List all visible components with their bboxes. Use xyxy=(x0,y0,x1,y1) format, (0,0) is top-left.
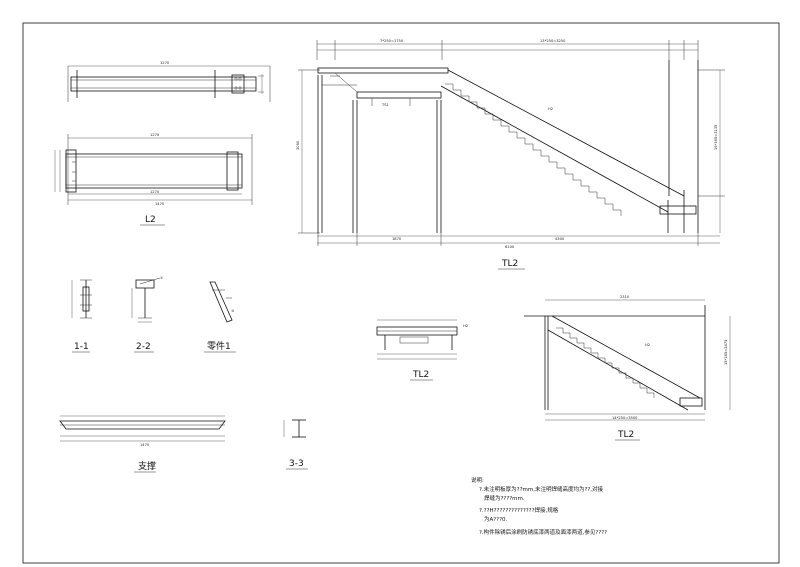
l2-caption: L2 xyxy=(145,215,156,225)
support-caption: 支撑 xyxy=(138,460,156,472)
tl2-steps xyxy=(445,83,622,216)
notes-title: 说明: xyxy=(471,476,484,484)
note-1a: ?.未注明板厚为??mm,未注明焊缝高度均为??,对接 xyxy=(479,485,604,493)
tl2-ts1-label: TS1 xyxy=(381,103,389,107)
l2-elev-dim-bottom: 1270 xyxy=(150,190,160,194)
l2-plan-dim-top: 1270 xyxy=(160,61,170,65)
tl2-right-elevation: 2310 H2 15*165=2475 14*250=3500 TL2 xyxy=(524,295,731,441)
sec22-callout: ① xyxy=(160,276,163,280)
section-3-3: 3-3 xyxy=(283,419,308,470)
tl2-right-caption: TL2 xyxy=(617,430,634,440)
tl2-small-view: H2 TL2 xyxy=(376,319,468,381)
sec22-caption: 2-2 xyxy=(136,342,151,352)
tl2r-dim-run: 14*250=3500 xyxy=(612,416,638,420)
note-3: ?.构件除锈后涂刷防锈底漆两道及面漆两道,参见???? xyxy=(479,528,607,536)
l2-plan-view: 1270 xyxy=(67,61,271,102)
tl2r-dim-top: 2310 xyxy=(620,295,630,299)
support-detail: 1470 支撑 xyxy=(59,415,226,473)
l2-elev-dim-top: 1270 xyxy=(150,133,160,137)
tl2r-dim-side: 15*165=2475 xyxy=(724,340,728,365)
part1-caption: 零件1 xyxy=(207,340,231,352)
tl2-small-caption: TL2 xyxy=(412,370,429,380)
note-1b: 焊缝为????mm. xyxy=(484,494,525,502)
tl2-dim-steps: 7*250=1750 xyxy=(380,39,404,43)
part-1-detail: ③ 零件1 xyxy=(204,281,236,353)
sec33-caption: 3-3 xyxy=(289,459,304,469)
l2-elev-dim-total: 1470 xyxy=(155,202,165,206)
notes-block: 说明: ?.未注明板厚为??mm,未注明焊缝高度均为??,对接 焊缝为????m… xyxy=(471,476,607,536)
tl2-dim-right: 1870 xyxy=(392,237,402,241)
sheet-border xyxy=(22,22,780,564)
part1-callout: ③ xyxy=(231,309,234,313)
sec11-caption: 1-1 xyxy=(74,342,89,352)
note-2a: ?.??H??????????????焊接,规格 xyxy=(479,506,559,514)
tl2-dim-run: 13*250=3250 xyxy=(540,39,566,43)
tl2r-h2-label: H2 xyxy=(645,343,650,347)
tl2s-h2-label: H2 xyxy=(463,324,468,328)
note-2b: 为A???0. xyxy=(484,515,508,523)
tl2-dim-side: 19*165=3135 xyxy=(714,125,718,150)
section-1-1: 1-1 xyxy=(71,279,92,353)
tl2-dim-height: 3050 xyxy=(296,140,300,150)
l2-elevation-view: 1270 1270 1470 L2 xyxy=(54,133,253,226)
section-2-2: ① 2-2 xyxy=(131,276,163,353)
tl2-h2-label: H2 xyxy=(548,107,553,111)
tl2-dim-span: 4300 xyxy=(555,237,565,241)
tl2-main-elevation: 7*250=1750 13*250=3250 3050 TS1 H2 xyxy=(296,39,725,270)
tl2-main-caption: TL2 xyxy=(501,259,518,269)
tl2-dim-total: 6100 xyxy=(505,245,515,249)
support-dim-len: 1470 xyxy=(140,443,150,447)
